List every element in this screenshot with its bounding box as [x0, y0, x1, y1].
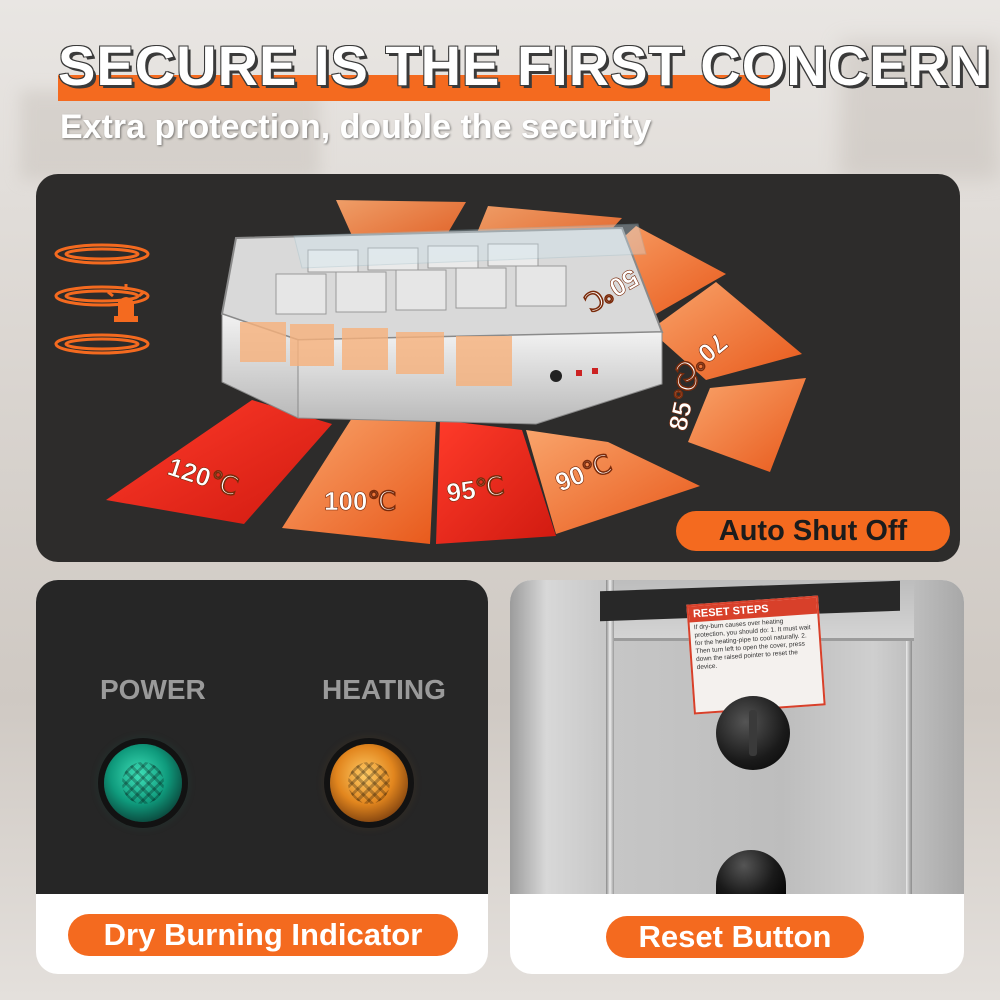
heating-coil-icon	[54, 243, 150, 355]
auto-shut-off-badge: Auto Shut Off	[676, 511, 950, 551]
heating-indicator-light	[330, 744, 408, 822]
dry-burning-indicator-panel: POWER HEATING Dry Burning Indicator	[36, 580, 488, 974]
temp-label-95: 95℃	[445, 470, 507, 508]
page-title: SECURE IS THE FIRST CONCERN	[58, 34, 991, 97]
power-indicator-light	[104, 744, 182, 822]
alarm-light-icon	[107, 284, 145, 322]
lower-knob	[716, 850, 786, 894]
reset-button-badge: Reset Button	[606, 916, 864, 958]
power-label: POWER	[100, 674, 206, 705]
arc-segment-70	[650, 282, 802, 380]
heating-label: HEATING	[322, 674, 446, 705]
dry-burning-indicator-badge: Dry Burning Indicator	[68, 914, 458, 956]
background-shelf	[840, 40, 1000, 180]
reset-button-panel: RESET STEPS If dry-burn causes over heat…	[510, 580, 964, 974]
temperature-graphic: 120℃ 100℃ 95℃ 90℃ 85℃ 70℃ 50℃	[54, 200, 806, 544]
title-underline-bar	[58, 75, 770, 101]
temperature-panel: 120℃ 100℃ 95℃ 90℃ 85℃ 70℃ 50℃	[36, 174, 960, 562]
background-window	[20, 90, 320, 180]
arc-segment-85	[688, 378, 806, 472]
indicator-plate: POWER HEATING	[36, 580, 488, 894]
arc-segment-90	[526, 430, 700, 534]
arc-segment-120	[106, 400, 332, 524]
reset-steps-text: If dry-burn causes over heating protecti…	[693, 618, 811, 672]
steel-housing-image: RESET STEPS If dry-burn causes over heat…	[510, 580, 964, 894]
reset-knob[interactable]	[716, 696, 790, 770]
food-warmer-image	[220, 223, 664, 425]
temp-label-100: 100℃	[324, 486, 397, 516]
arc-segment-95	[436, 420, 556, 544]
arc-segment-100	[282, 418, 436, 544]
page-subtitle: Extra protection, double the security	[60, 108, 652, 146]
